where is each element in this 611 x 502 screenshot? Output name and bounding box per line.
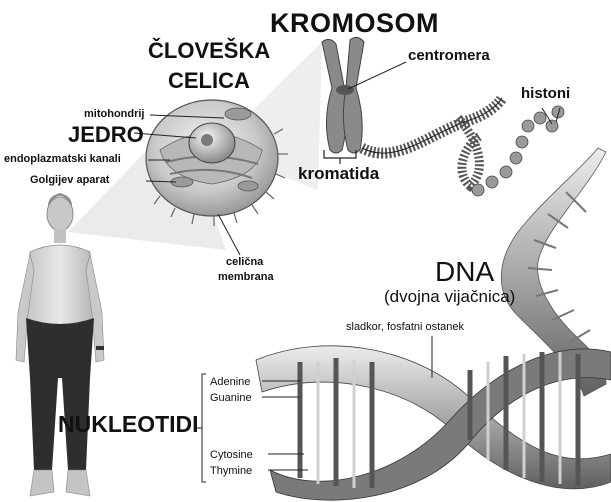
membrane-label-line1: celična xyxy=(226,257,263,268)
golgi-label: Golgijev aparat xyxy=(30,175,109,186)
nucleotides-label: NUKLEOTIDI xyxy=(58,413,199,436)
chromatin-fiber xyxy=(362,98,502,186)
sugar-phosphate-label: sladkor, fosfatni ostanek xyxy=(346,322,464,333)
histones-label: histoni xyxy=(521,86,570,101)
dna-double-helix xyxy=(256,346,611,500)
base-label-thymine: Thymine xyxy=(210,466,252,477)
cell-title-line1: ČLOVEŠKA xyxy=(148,40,270,62)
chromosome-title: KROMOSOM xyxy=(270,10,439,37)
nucleus-label: JEDRO xyxy=(68,124,144,146)
histone-beads xyxy=(472,106,564,196)
centromere-label: centromera xyxy=(408,48,490,63)
double-helix-subtitle: (dvojna vijačnica) xyxy=(384,288,515,305)
base-label-guanine: Guanine xyxy=(210,393,252,404)
dna-title: DNA xyxy=(435,258,494,286)
human-figure xyxy=(16,193,104,496)
base-label-adenine: Adenine xyxy=(210,377,250,388)
chromatid-label: kromatida xyxy=(298,165,379,182)
membrane-label-line2: membrana xyxy=(218,272,274,283)
cell-title-line2: CELICA xyxy=(168,70,250,92)
endoplasmic-reticulum-label: endoplazmatski kanali xyxy=(4,154,121,165)
mitochondrion-label: mitohondrij xyxy=(84,109,145,120)
base-label-cytosine: Cytosine xyxy=(210,450,253,461)
